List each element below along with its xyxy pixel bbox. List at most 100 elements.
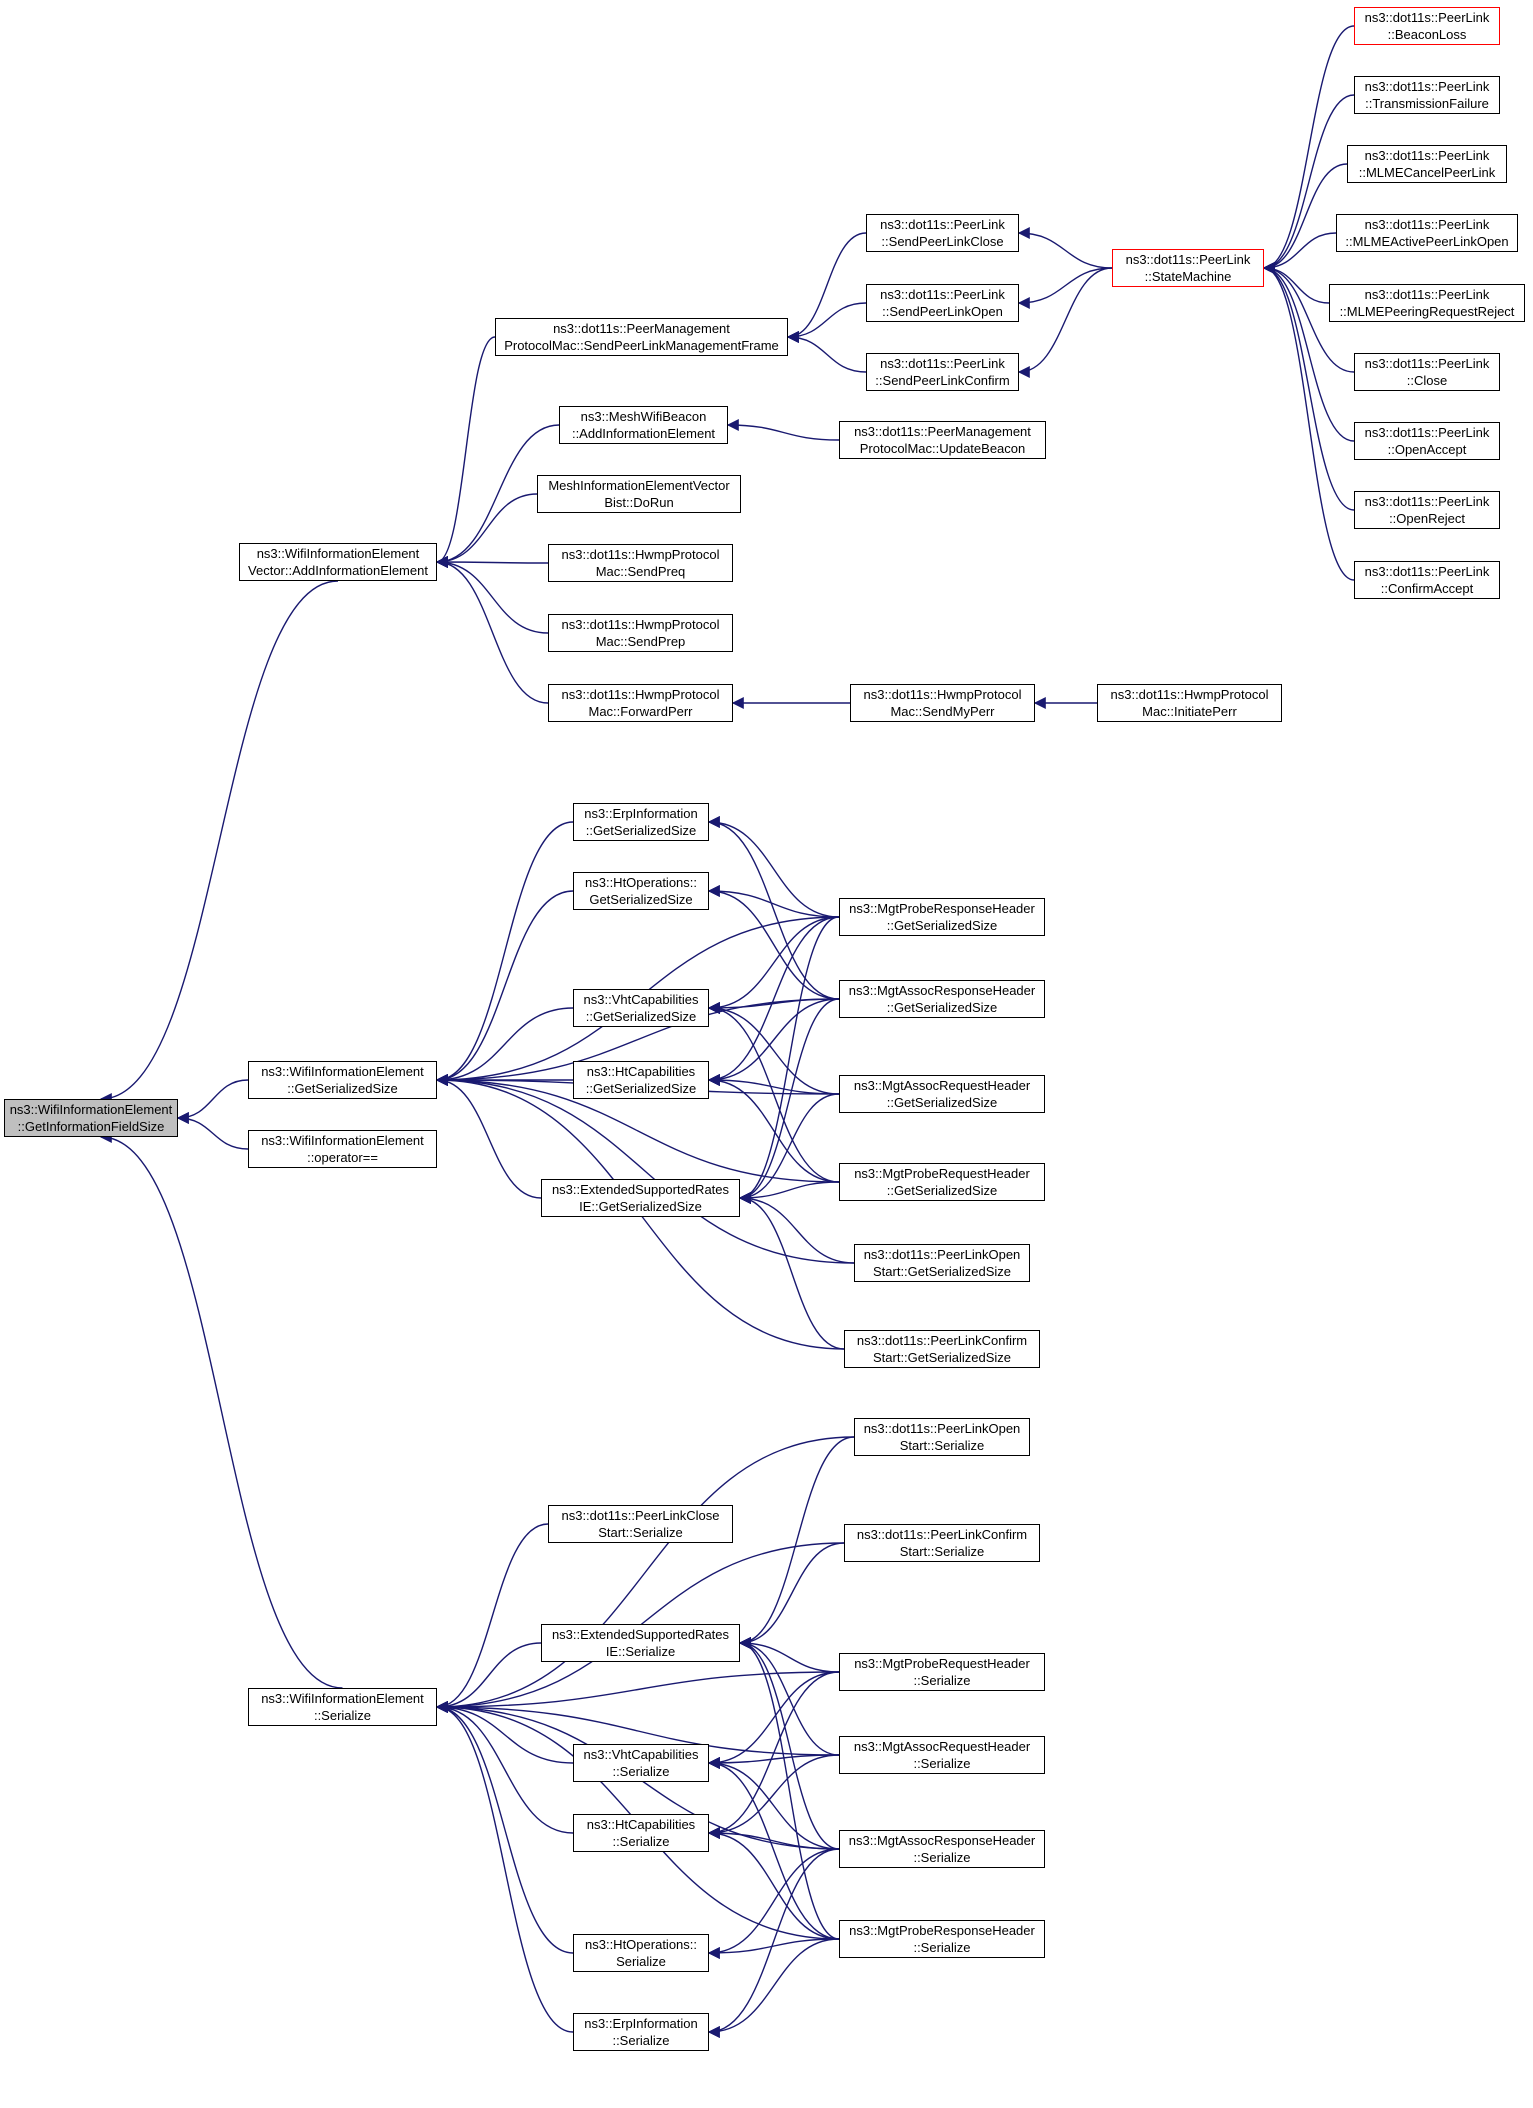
- node-orj[interactable]: ns3::dot11s::PeerLink::OpenReject: [1354, 491, 1500, 529]
- node-label: Mac::SendPreq: [595, 564, 686, 579]
- node-mwb[interactable]: ns3::MeshWifiBeacon::AddInformationEleme…: [559, 406, 728, 444]
- node-mprsp-g[interactable]: ns3::MgtProbeResponseHeader::GetSerializ…: [839, 898, 1045, 936]
- node-label: ::Serialize: [913, 1940, 971, 1955]
- node-vht-s[interactable]: ns3::VhtCapabilities::Serialize: [573, 1744, 709, 1782]
- node-opeq[interactable]: ns3::WifiInformationElement::operator==: [248, 1130, 437, 1168]
- node-label: ns3::dot11s::HwmpProtocol: [561, 687, 720, 702]
- node-gss[interactable]: ns3::WifiInformationElement::GetSerializ…: [248, 1061, 437, 1099]
- node-erp-g[interactable]: ns3::ErpInformation::GetSerializedSize: [573, 803, 709, 841]
- call-edge: [707, 1848, 840, 2038]
- node-label: ns3::dot11s::PeerLink: [1364, 564, 1490, 579]
- node-ca[interactable]: ns3::dot11s::PeerLink::ConfirmAccept: [1354, 561, 1500, 599]
- call-edge: [738, 1637, 840, 1756]
- node-splo[interactable]: ns3::dot11s::PeerLink::SendPeerLinkOpen: [866, 284, 1019, 322]
- node-label: ns3::ExtendedSupportedRates: [551, 1627, 730, 1642]
- node-oa[interactable]: ns3::dot11s::PeerLink::OpenAccept: [1354, 422, 1500, 460]
- node-label: IE::Serialize: [605, 1644, 676, 1659]
- node-label: ::Serialize: [913, 1850, 971, 1865]
- call-edge: [707, 1671, 840, 1839]
- node-bl[interactable]: ns3::dot11s::PeerLink::BeaconLoss: [1354, 7, 1500, 45]
- node-hto-g[interactable]: ns3::HtOperations::GetSerializedSize: [573, 872, 709, 910]
- call-edge: [176, 1112, 249, 1150]
- node-label: Serialize: [616, 1954, 666, 1969]
- node-label: ns3::MgtProbeResponseHeader: [849, 1923, 1035, 1938]
- node-mprsp-s[interactable]: ns3::MgtProbeResponseHeader::Serialize: [839, 1920, 1045, 1958]
- node-label: ns3::dot11s::PeerLinkConfirm: [856, 1333, 1028, 1348]
- call-edge: [435, 493, 538, 568]
- node-htc-s[interactable]: ns3::HtCapabilities::Serialize: [573, 1814, 709, 1852]
- node-label: ns3::HtOperations::: [585, 875, 697, 890]
- node-root[interactable]: ns3::WifiInformationElement::GetInformat…: [4, 1099, 178, 1137]
- node-splcf[interactable]: ns3::dot11s::PeerLink::SendPeerLinkConfi…: [866, 353, 1019, 391]
- call-edge: [707, 1671, 840, 1769]
- node-label: ::GetSerializedSize: [287, 1081, 398, 1096]
- node-label: ::SendPeerLinkOpen: [882, 304, 1003, 319]
- node-label: ns3::WifiInformationElement: [261, 1064, 424, 1079]
- call-edge: [435, 1074, 855, 1264]
- node-label: ::Serialize: [913, 1673, 971, 1688]
- call-edge: [707, 885, 840, 1000]
- node-tf[interactable]: ns3::dot11s::PeerLink::TransmissionFailu…: [1354, 76, 1500, 114]
- call-edge: [707, 916, 840, 1086]
- node-label: ns3::VhtCapabilities: [583, 1747, 699, 1762]
- node-label: ns3::dot11s::PeerLink: [1364, 287, 1490, 302]
- node-label: ns3::dot11s::PeerLink: [1125, 252, 1251, 267]
- node-marsp-s[interactable]: ns3::MgtAssocResponseHeader::Serialize: [839, 1830, 1045, 1868]
- node-sm[interactable]: ns3::dot11s::PeerLink::StateMachine: [1112, 249, 1264, 287]
- call-edge: [738, 1181, 840, 1204]
- node-label: ns3::MgtProbeRequestHeader: [854, 1166, 1030, 1181]
- call-edge: [726, 419, 840, 441]
- node-label: ns3::WifiInformationElement: [261, 1133, 424, 1148]
- node-label: ns3::dot11s::PeerLinkOpen: [863, 1247, 1021, 1262]
- node-mapo[interactable]: ns3::dot11s::PeerLink::MLMEActivePeerLin…: [1336, 214, 1518, 252]
- node-label: Vector::AddInformationElement: [248, 563, 428, 578]
- node-mpreq-g[interactable]: ns3::MgtProbeRequestHeader::GetSerialize…: [839, 1163, 1045, 1201]
- node-vht-g[interactable]: ns3::VhtCapabilities::GetSerializedSize: [573, 989, 709, 1027]
- node-mpreq-s[interactable]: ns3::MgtProbeRequestHeader::Serialize: [839, 1653, 1045, 1691]
- node-hto-s[interactable]: ns3::HtOperations::Serialize: [573, 1934, 709, 1972]
- node-mcpl[interactable]: ns3::dot11s::PeerLink::MLMECancelPeerLin…: [1347, 145, 1507, 183]
- node-splc[interactable]: ns3::dot11s::PeerLink::SendPeerLinkClose: [866, 214, 1019, 252]
- node-label: ::MLMECancelPeerLink: [1358, 165, 1496, 180]
- call-edge: [707, 998, 840, 1014]
- node-label: ::GetSerializedSize: [886, 1095, 998, 1110]
- node-label: ns3::dot11s::HwmpProtocol: [1110, 687, 1269, 702]
- node-label: ::GetSerializedSize: [585, 823, 697, 838]
- node-marsp-g[interactable]: ns3::MgtAssocResponseHeader::GetSerializ…: [839, 980, 1045, 1018]
- call-edge: [435, 890, 574, 1086]
- node-label: ns3::HtCapabilities: [586, 1064, 696, 1079]
- node-label: ::GetInformationFieldSize: [17, 1119, 165, 1134]
- call-edge: [435, 336, 496, 568]
- node-label: MeshInformationElementVector: [548, 478, 730, 493]
- call-edge: [1017, 227, 1113, 269]
- node-cls[interactable]: ns3::dot11s::PeerLink::Close: [1354, 353, 1500, 391]
- node-erp-s[interactable]: ns3::ErpInformation::Serialize: [573, 2013, 709, 2051]
- call-edge: [738, 1436, 855, 1649]
- node-mareq-g[interactable]: ns3::MgtAssocRequestHeader::GetSerialize…: [839, 1075, 1045, 1113]
- node-ser[interactable]: ns3::WifiInformationElement::Serialize: [248, 1688, 437, 1726]
- call-edge: [99, 580, 339, 1105]
- call-edge: [707, 816, 840, 918]
- node-mprr[interactable]: ns3::dot11s::PeerLink::MLMEPeeringReques…: [1329, 284, 1525, 322]
- call-edge: [707, 1827, 840, 1850]
- node-label: ::OpenAccept: [1387, 442, 1467, 457]
- node-label: ns3::dot11s::PeerLink: [880, 217, 1005, 232]
- node-htc-g[interactable]: ns3::HtCapabilities::GetSerializedSize: [573, 1061, 709, 1099]
- node-mareq-s[interactable]: ns3::MgtAssocRequestHeader::Serialize: [839, 1736, 1045, 1774]
